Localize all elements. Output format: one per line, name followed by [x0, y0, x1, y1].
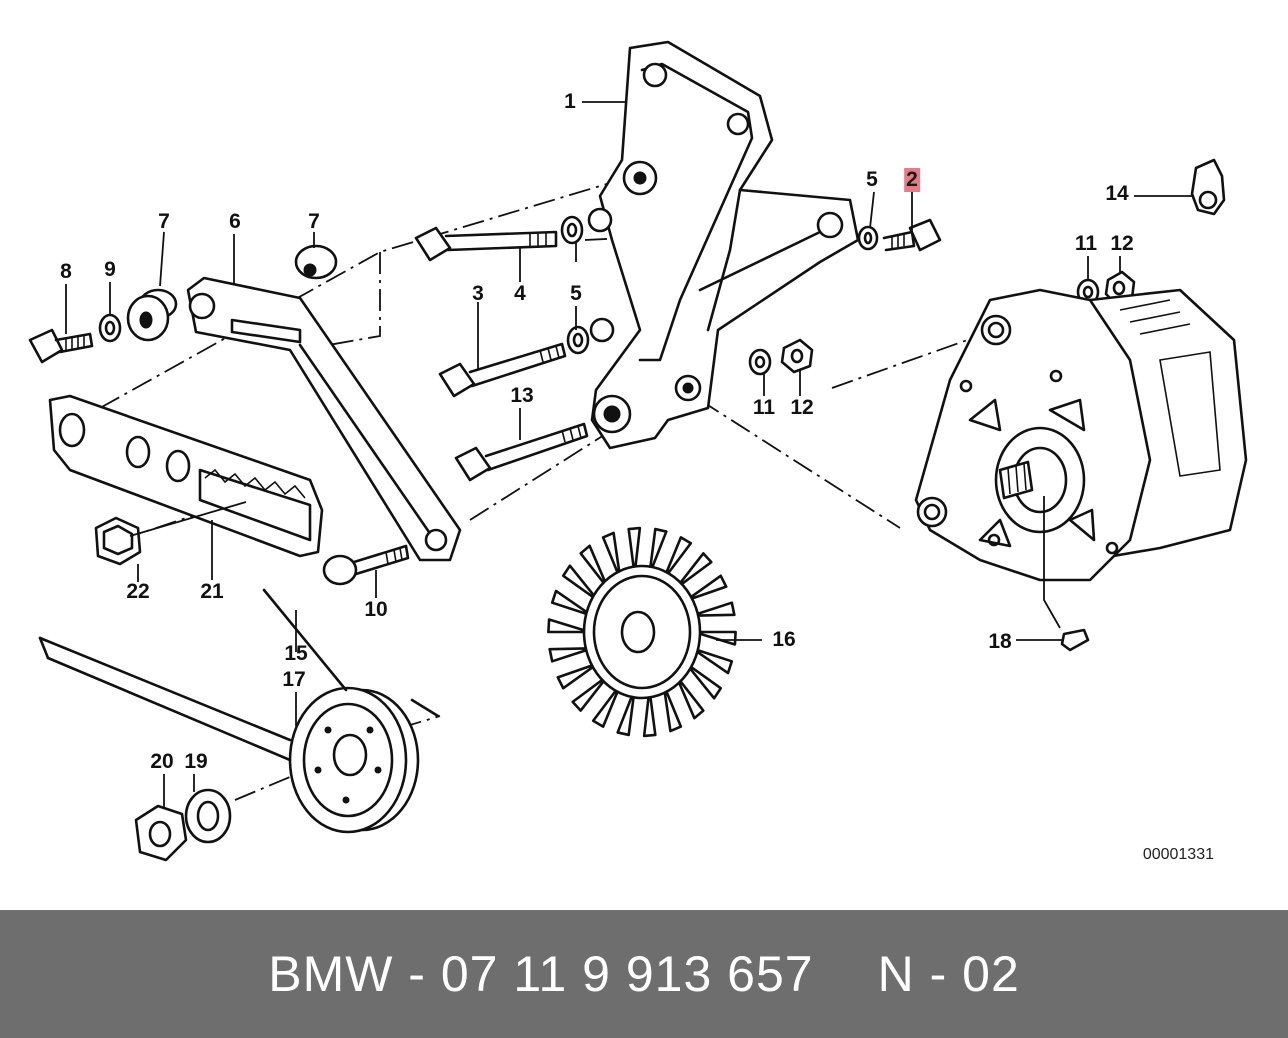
washer-part-19 [184, 788, 232, 844]
fan-blade [579, 544, 610, 590]
washer-part-5-right [857, 225, 879, 251]
fan-blade [690, 601, 736, 617]
footer-caption: BMW - 07 11 9 913 657 N - 02 [0, 910, 1288, 1038]
fan-part-16 [547, 526, 737, 738]
callout-21: 21 [200, 580, 224, 603]
callout-20: 20 [150, 750, 174, 773]
callout-11-lower: 11 [752, 396, 776, 419]
washer-part-5-lower [566, 325, 590, 355]
part-number-label: BMW - 07 11 9 913 657 [268, 946, 814, 1002]
fan-blade [627, 526, 642, 576]
fan-blade [674, 552, 713, 590]
callout-7-left: 7 [158, 210, 170, 233]
callout-leaders [65, 101, 1194, 808]
fan-blade [556, 662, 600, 690]
long-bolt-part-4 [414, 226, 558, 262]
callout-6: 6 [229, 210, 241, 233]
callout-10: 10 [364, 598, 388, 621]
fan-blade [662, 536, 693, 581]
exploded-parts-diagram: 1 2 3 4 5 5 6 7 7 8 9 10 11 11 12 12 13 … [28, 40, 1248, 863]
fan-blade [561, 564, 600, 602]
bolt-part-2 [882, 218, 942, 252]
fan-blade [591, 683, 622, 728]
washer-part-5-upper [560, 215, 584, 245]
long-bolt-part-13 [454, 422, 589, 482]
clip-part-14 [1190, 158, 1226, 216]
callout-11-upper: 11 [1074, 232, 1098, 255]
callout-4: 4 [514, 282, 526, 305]
fan-blade [684, 574, 728, 602]
parts-drawing [28, 40, 1248, 862]
callout-12-lower: 12 [790, 396, 814, 419]
bushing-part-7-left [126, 288, 178, 342]
bracket-part-1 [587, 40, 860, 450]
callout-7-right: 7 [308, 210, 320, 233]
bolt-part-8 [28, 328, 94, 364]
nut-part-20 [134, 804, 188, 862]
nut-part-12-lower [780, 338, 814, 374]
callout-17: 17 [282, 668, 306, 691]
fan-blade [674, 674, 705, 720]
callout-19: 19 [184, 750, 208, 773]
pulley-part-17 [288, 686, 420, 834]
fan-blade [648, 527, 668, 576]
callout-22: 22 [126, 580, 150, 603]
callout-18: 18 [988, 630, 1012, 653]
reference-label: N - 02 [877, 946, 1020, 1002]
washer-part-9 [98, 313, 122, 343]
fan-blade [601, 531, 622, 581]
long-bolt-part-3 [438, 342, 567, 398]
tensioner-rack-part-21 [48, 394, 324, 558]
callout-16: 16 [772, 628, 796, 651]
callout-8: 8 [60, 260, 72, 283]
callout-9: 9 [104, 258, 116, 281]
fan-blade [550, 589, 594, 617]
fan-blade [571, 674, 610, 712]
fan-blade [690, 647, 734, 675]
callout-15: 15 [284, 642, 308, 665]
alternator [914, 288, 1248, 582]
callout-2: 2 [904, 168, 920, 192]
fan-blade [642, 688, 657, 738]
callout-5-upper: 5 [866, 168, 878, 191]
callout-13: 13 [510, 384, 534, 407]
callout-12-upper: 12 [1110, 232, 1134, 255]
fan-blade [684, 662, 723, 700]
callout-1: 1 [564, 90, 576, 113]
link-bar-part-6 [186, 276, 462, 562]
fan-blade [547, 618, 592, 634]
fan-blade [692, 630, 737, 646]
footer-bar: BMW - 07 11 9 913 657 N - 02 [0, 910, 1288, 1038]
washer-part-11-lower [748, 348, 772, 376]
hex-nut-part-22 [94, 501, 247, 566]
diagram-code: 00001331 [1142, 846, 1214, 863]
belt-part-15 [38, 588, 440, 762]
callout-14: 14 [1105, 182, 1129, 205]
fan-blade [662, 683, 683, 733]
callout-5-middle: 5 [570, 282, 582, 305]
bushing-part-7-right [294, 244, 338, 280]
callout-3: 3 [472, 282, 484, 305]
fan-blade [548, 647, 594, 663]
key-part-18 [1043, 496, 1090, 652]
fan-blade [616, 688, 636, 737]
bolt-part-10 [322, 544, 410, 586]
